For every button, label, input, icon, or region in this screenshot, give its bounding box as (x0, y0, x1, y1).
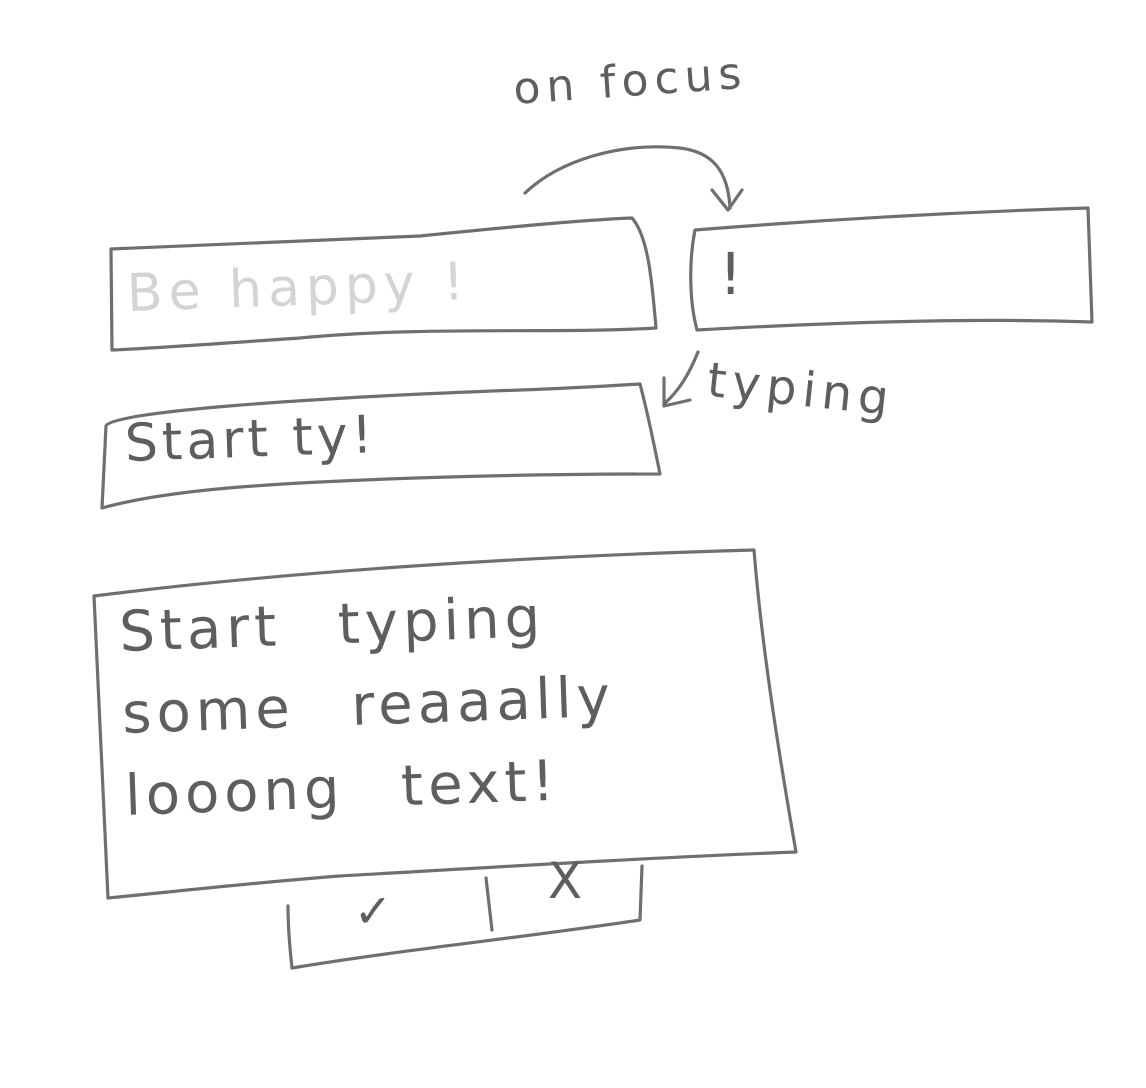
close-icon: X (547, 852, 583, 910)
typing-arrow (662, 350, 700, 406)
button-divider (484, 876, 494, 932)
input-focused-caret: ! (719, 240, 749, 308)
input-short-box (100, 382, 662, 510)
input-focused[interactable] (690, 208, 1092, 330)
input-empty-box (109, 216, 658, 352)
button-group-box (286, 864, 644, 970)
input-expanded-value: Start typing some reaaally looong text! (118, 585, 616, 829)
input-short-value: Start ty! (123, 405, 378, 474)
input-empty-placeholder: Be happy ! (125, 252, 471, 324)
check-icon: ✓ (353, 884, 393, 938)
input-focused-box (689, 206, 1094, 332)
typing-arrowhead (662, 376, 692, 408)
input-expanded-box (92, 548, 798, 900)
on-focus-arrowhead (710, 188, 744, 212)
on-focus-arrow (523, 145, 732, 210)
